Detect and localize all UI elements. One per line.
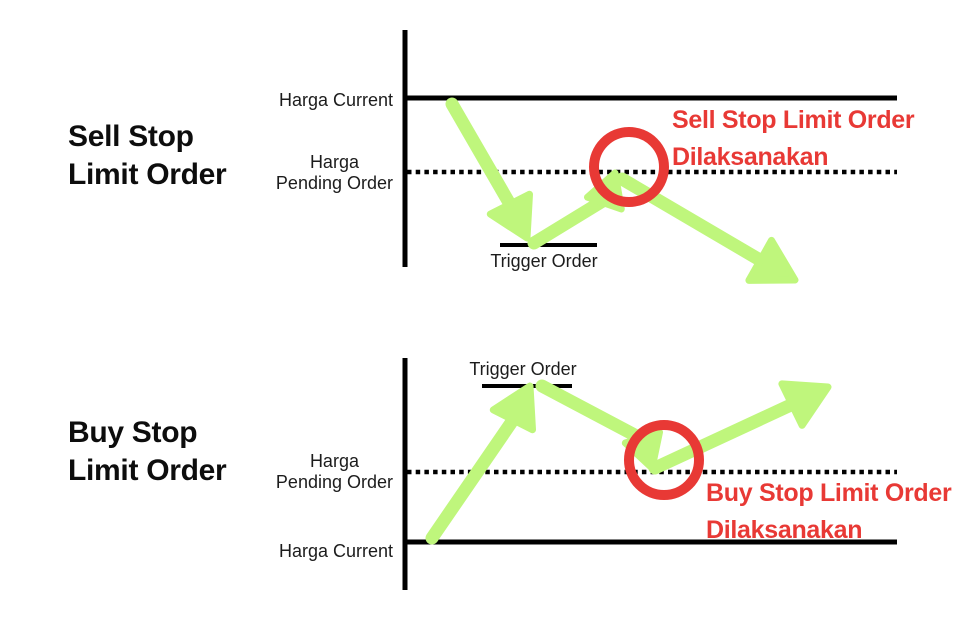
sell-annotation-line2: Dilaksanakan [672, 143, 829, 171]
buy-continuation-arrowhead [778, 380, 832, 429]
buy-annotation: Buy Stop Limit Order Dilaksanakan [706, 475, 952, 549]
buy-pullback-arrow-shaft [535, 379, 651, 447]
buy-annotation-line1: Buy Stop Limit Order [706, 479, 952, 507]
sell-title-line2: Limit Order [68, 158, 227, 191]
sell-execution-arrowhead [745, 236, 799, 284]
sell-harga-pending-line1: Harga [309, 152, 359, 172]
sell-highlight-circle [589, 127, 669, 207]
buy-annotation-line2: Dilaksanakan [706, 516, 863, 544]
sell-downtrend-arrow-shaft [445, 97, 518, 213]
sell-harga-current-label: Harga Current [278, 90, 393, 110]
sell-annotation-line1: Sell Stop Limit Order [672, 106, 915, 134]
sell-harga-pending-line2: Pending Order [275, 173, 393, 193]
sell-panel-title: Sell Stop Limit Order [68, 118, 227, 194]
buy-harga-pending-line2: Pending Order [275, 472, 393, 492]
sell-harga-pending-label: Harga Pending Order [276, 152, 393, 194]
sell-execution-arrow-shaft [615, 172, 767, 267]
buy-title-line1: Buy Stop [68, 416, 198, 449]
sell-title-line1: Sell Stop [68, 120, 194, 153]
buy-uptrend-arrowhead [489, 382, 536, 434]
buy-trigger-label: Trigger Order [469, 359, 577, 379]
sell-downtrend-arrowhead [486, 190, 533, 242]
buy-continuation-arrow-shaft [648, 397, 800, 475]
buy-harga-pending-line1: Harga [309, 451, 359, 471]
sell-chart [402, 30, 897, 284]
sell-annotation: Sell Stop Limit Order Dilaksanakan [672, 102, 915, 176]
buy-highlight-circle [624, 420, 704, 500]
buy-title-line2: Limit Order [68, 454, 227, 487]
sell-rebound-arrow-shaft [527, 192, 613, 250]
buy-harga-pending-label: Harga Pending Order [276, 451, 393, 493]
buy-harga-current-label: Harga Current [278, 541, 393, 561]
buy-uptrend-arrow-shaft [425, 413, 520, 545]
buy-chart [402, 358, 897, 590]
buy-panel-title: Buy Stop Limit Order [68, 414, 227, 490]
sell-trigger-label: Trigger Order [490, 251, 598, 271]
